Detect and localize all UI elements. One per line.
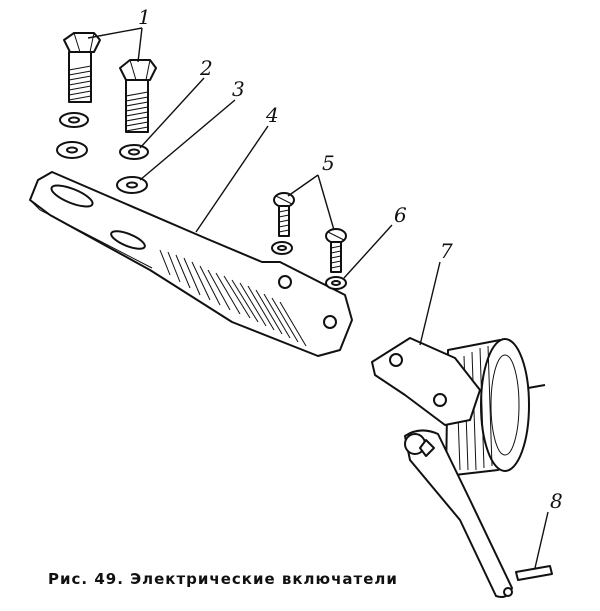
callout-7: 7 (440, 239, 453, 263)
callout-8: 8 (550, 489, 563, 513)
callout-1: 1 (138, 5, 151, 29)
bolt-right (119, 59, 157, 133)
small-washer-left (271, 241, 293, 255)
mounting-bracket (29, 171, 353, 357)
bolt-left (63, 32, 101, 103)
callout-6: 6 (394, 203, 407, 227)
rod (515, 565, 553, 581)
callout-4: 4 (265, 103, 279, 127)
small-washer-right (325, 276, 347, 290)
callout-3: 3 (232, 77, 245, 101)
flat-washer-right (116, 176, 148, 194)
spring-washer-right (119, 144, 149, 160)
screw-left (273, 192, 295, 237)
screw-right (325, 228, 347, 273)
spring-washer-left (59, 112, 89, 128)
figure-caption: Рис. 49. Электрические включатели (48, 570, 398, 588)
callout-2: 2 (199, 56, 213, 80)
callout-5: 5 (322, 151, 335, 175)
leader-lines (87, 27, 549, 569)
flat-washer-left (56, 141, 88, 159)
switch-assembly (371, 337, 546, 598)
